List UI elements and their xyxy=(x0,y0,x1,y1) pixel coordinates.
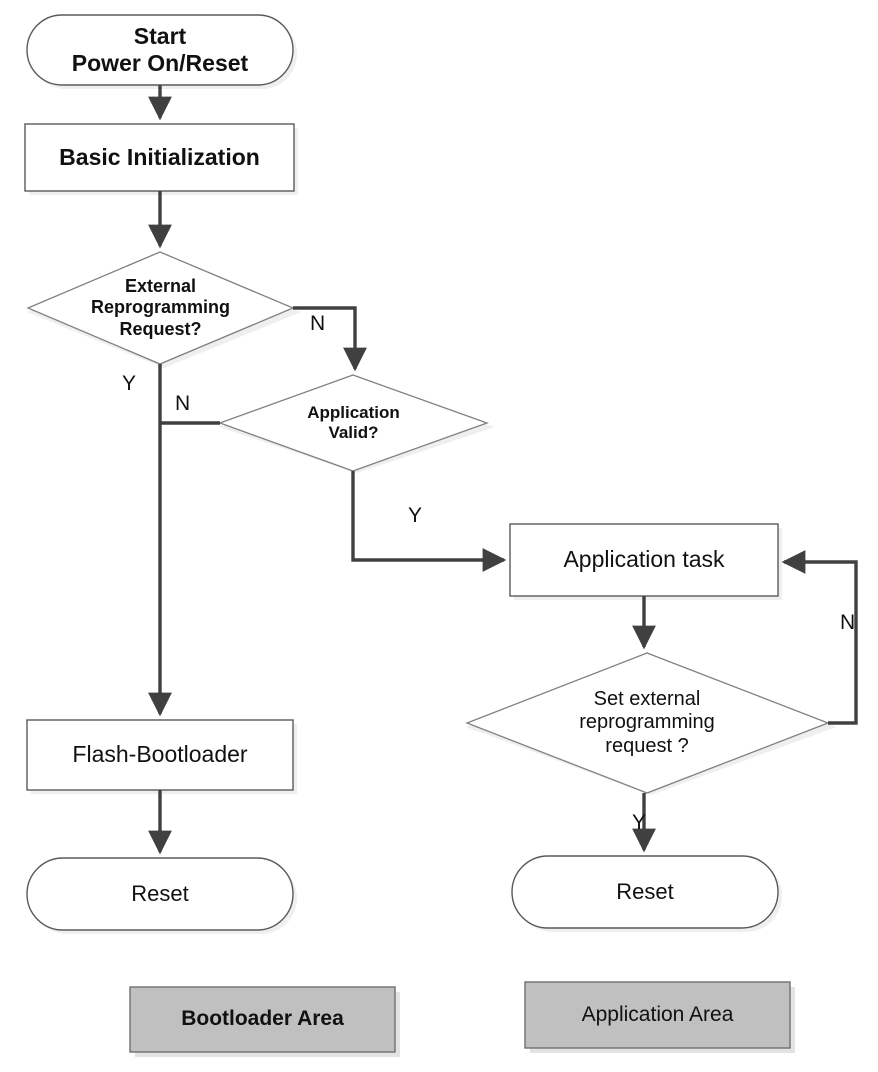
edge-label-yes-application-valid: Y xyxy=(408,504,423,527)
node-application-valid xyxy=(218,374,489,472)
legend-box-application-area[interactable] xyxy=(524,981,791,1049)
edge-decision3-no-loop-to-application-task xyxy=(781,550,858,725)
legend-box-bootloader-area[interactable] xyxy=(129,986,396,1053)
node-external-reprogramming-request xyxy=(26,251,295,365)
node-basic-initialization xyxy=(24,123,295,192)
node-set-external-reprogramming-request xyxy=(465,652,830,794)
node-reset-bootloader xyxy=(26,857,294,931)
node-reset-application xyxy=(511,855,779,929)
edge-decision2-yes-to-application-task xyxy=(351,471,507,572)
edge-label-no-set-request: N xyxy=(840,611,856,634)
connectors xyxy=(148,85,858,855)
edge-label-yes-set-request: Y xyxy=(632,811,647,834)
edge-label-no-application-valid: N xyxy=(175,392,191,415)
node-start xyxy=(26,14,294,86)
edge-label-yes-external-request: Y xyxy=(122,372,137,395)
node-flash-bootloader xyxy=(26,719,294,791)
edge-label-no-external-request: N xyxy=(310,312,326,335)
edge-decision1-no-to-decision2 xyxy=(293,306,367,372)
node-application-task xyxy=(509,523,779,597)
